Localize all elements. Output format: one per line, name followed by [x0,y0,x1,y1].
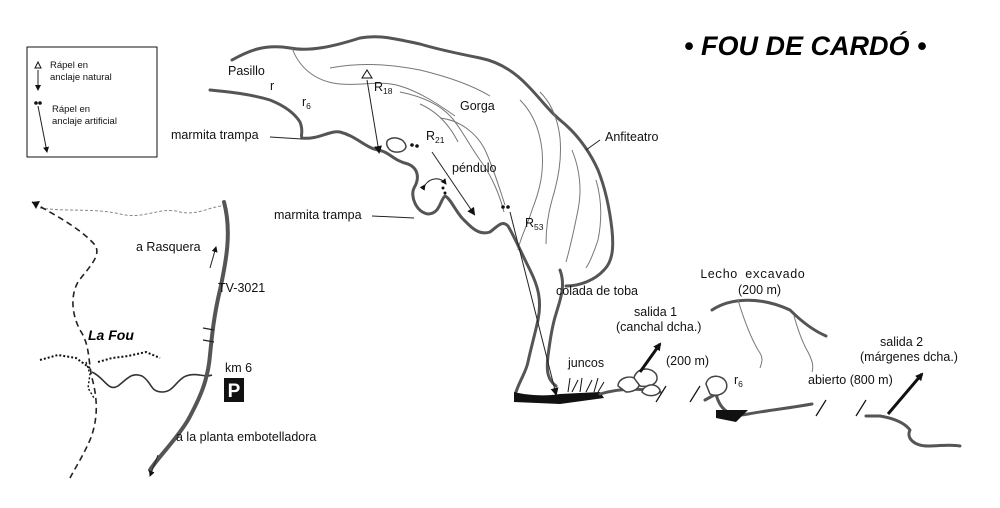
pendulum-arrow [419,178,447,191]
direction-arrow-icon [209,246,218,269]
rappel-r18-arrow [366,79,382,154]
canyon-upper-wall [230,35,615,272]
cliff-hatch [97,350,161,363]
to-plant-label: a la planta embotelladora [176,430,316,444]
locator-map: La Fou a Rasquera TV-3021 km 6 P a la pl… [31,200,316,479]
km-label: km 6 [225,361,252,375]
label-colada: colada de toba [556,284,638,298]
boulder-icon [705,375,728,396]
label-anfiteatro: Anfiteatro [605,130,659,144]
direction-arrow-icon [148,454,159,477]
lecho-wall [710,298,828,338]
label-pendulo: péndulo [452,161,497,175]
reeds-icon [567,377,605,393]
pool-icon [716,410,748,422]
place-label-la-fou: La Fou [88,327,134,343]
label-juncos: juncos [567,356,604,370]
artificial-anchor-icon [34,101,38,105]
trail-arrow-icon [32,201,40,209]
rappel-r53-arrow [509,211,559,396]
label-r6-top: r6 [302,95,311,111]
legend: Rápel en anclaje natural Rápel en anclaj… [26,46,158,158]
label-r53: R53 [525,216,544,232]
label-gorga: Gorga [460,99,495,113]
label-marmita-2: marmita trampa [274,208,362,222]
parking-icon [224,378,244,402]
road-name-label: TV-3021 [218,281,265,295]
parking-label: P [228,381,241,402]
artificial-anchor-icon [410,143,414,147]
label-salida-2-side: (márgenes dcha.) [860,350,958,364]
label-lecho: Lecho excavado [700,268,805,282]
canyon-floor [208,88,542,394]
label-r18: R18 [374,80,393,96]
label-lecho-dist: (200 m) [738,283,781,297]
pool-icon [514,392,604,404]
to-rasquera-label: a Rasquera [136,240,201,254]
label-salida-2: salida 2 [880,335,923,349]
label-pasillo: Pasillo [228,64,265,78]
valley-edge-line [39,205,225,216]
map-title: • FOU DE CARDÓ • [684,30,926,61]
legend-artificial-label-2: anclaje artificial [52,116,117,127]
natural-anchor-icon [34,60,42,69]
exit-2-arrow [886,372,924,415]
exit-1-arrow [638,342,662,373]
canyon-profile: Pasillo r r6 R18 R21 Gorga Anfiteatro ma… [171,35,962,448]
legend-natural-label-1: Rápel en [50,60,88,71]
rappel-r21-arrow [431,151,476,216]
label-r21: R21 [426,129,445,145]
rappel-arrow-icon [37,105,49,153]
label-salida-1-dist: (200 m) [666,354,709,368]
label-salida-1: salida 1 [634,305,677,319]
label-marmita-1: marmita trampa [171,128,259,142]
trail-path [31,201,98,479]
label-salida-1-side: (canchal dcha.) [616,320,701,334]
legend-artificial-label-1: Rápel en [52,104,90,115]
label-r6-low: r6 [734,373,743,389]
natural-anchor-icon [361,69,373,79]
artificial-anchor-icon [501,205,505,209]
label-r: r [270,79,274,93]
legend-natural-label-2: anclaje natural [50,72,112,83]
road-tv-3021 [148,200,230,472]
boulder-icon [385,137,407,153]
cliff-hatch [39,353,91,369]
stream-line [91,371,213,393]
label-abierto: abierto (800 m) [808,373,893,387]
